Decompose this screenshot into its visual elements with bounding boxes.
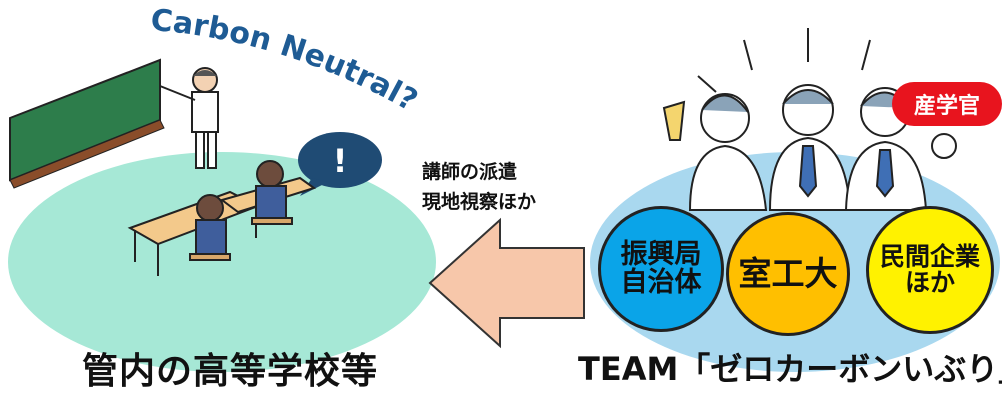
badge-muroran-it-line1: 室工大 [738, 253, 838, 293]
title-arc: Carbon Neutral? [149, 3, 423, 119]
svg-text:!: ! [333, 142, 348, 180]
left-caption: 管内の高等学校等 [82, 351, 379, 392]
students-icon [127, 160, 317, 276]
badge-regional-bureau-line2: 自治体 [620, 267, 702, 298]
left-ellipse [8, 152, 436, 372]
badge-regional-bureau: 振興局 自治体 [598, 206, 724, 332]
badge-regional-bureau-line1: 振興局 [620, 238, 702, 270]
badge-private-companies-line2: ほか [904, 268, 955, 297]
industry-academia-government-tag: 産学官 [892, 82, 1002, 126]
teacher-icon [159, 67, 219, 169]
arrow-label: 講師の派遣 現地視察ほか [422, 157, 536, 217]
blackboard-icon [9, 58, 165, 189]
left-arrow-shape [428, 217, 585, 349]
badge-private-companies-line1: 民間企業 [879, 241, 980, 271]
arrow-label-line1: 講師の派遣 [422, 161, 518, 183]
badge-muroran-it: 室工大 [726, 212, 850, 336]
badge-private-companies: 民間企業 ほか [866, 206, 994, 334]
arrow-label-line2: 現地視察ほか [422, 191, 537, 213]
speech-bubble-icon: ! [298, 132, 382, 196]
right-caption: TEAM「ゼロカーボンいぶり」 [578, 350, 1002, 388]
